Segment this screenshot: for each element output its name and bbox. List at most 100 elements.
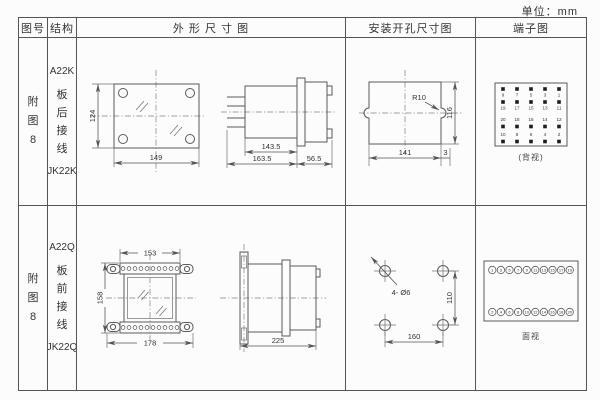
figure-number-row2: 附 图 8 — [19, 206, 48, 390]
structure-wiring-char: 线 — [56, 319, 68, 331]
structure-relay-model: JK22Q — [48, 342, 77, 353]
terminal-circle — [505, 265, 514, 274]
figure-char: 附 — [27, 272, 39, 285]
terminal-circle — [539, 265, 549, 274]
terminal-number: 6 — [508, 309, 511, 314]
terminal-number: 16 — [528, 117, 534, 122]
dim-label-holes: 4- Ø6 — [391, 288, 410, 297]
outline-front-view-a22q: 153 158 178 — [96, 249, 196, 348]
terminal-circle — [548, 307, 557, 316]
dim-label-height: 116 — [445, 107, 454, 119]
structure-row1: A22K 板 后 接 线 JK22K — [48, 38, 77, 206]
strip-terminal-circle — [162, 325, 168, 330]
outline-drawings-row2: 153 158 178 — [77, 206, 346, 390]
terminal-dot — [515, 87, 519, 91]
terminal-number: 4 — [500, 309, 503, 314]
strip-terminal-circle — [168, 266, 174, 271]
strip-terminal-circle — [126, 266, 132, 271]
header-structure: 结构 — [48, 18, 77, 38]
mounting-holes-drawing-a22q: 4- Ø6 110 160 — [370, 256, 459, 347]
dim-label-width: 149 — [149, 153, 162, 162]
dim-label-radius: R10 — [412, 93, 426, 102]
strip-terminal-circle — [150, 325, 156, 330]
terminal-circle — [522, 307, 531, 316]
figure-char: 图 — [27, 115, 39, 127]
terminal-circle — [496, 307, 505, 316]
terminal-number: 15 — [528, 106, 534, 111]
dimension-143-5: 143.5 — [244, 137, 297, 168]
terminal-number: 18 — [559, 309, 564, 314]
terminal-number: 5 — [508, 267, 511, 272]
terminal-number: 3 — [500, 267, 503, 272]
strip-terminal-circle — [168, 325, 174, 330]
terminal-circle — [539, 307, 549, 316]
terminal-number: 11 — [533, 267, 538, 272]
dimension-178: 178 — [106, 333, 194, 348]
strip-terminal-circle — [162, 266, 168, 271]
terminal-number: 16 — [550, 309, 555, 314]
mounting-cutout-drawing-a22k: R10 116 141 3 — [358, 69, 463, 166]
strip-terminal-circle — [120, 325, 126, 330]
unit-note: 单位：mm — [521, 6, 578, 18]
figure-char: 8 — [29, 134, 37, 146]
dimension-141: 141 — [368, 143, 441, 166]
strip-terminal-circle — [174, 266, 180, 271]
terminal-dot — [501, 87, 505, 91]
dimension-hole-callout: 4- Ø6 — [370, 256, 410, 297]
structure-wiring-char: 板 — [56, 88, 68, 101]
terminal-number: 14 — [542, 309, 547, 314]
terminal-number: 4 — [544, 132, 547, 137]
strip-terminal-circle — [132, 325, 138, 330]
relay-side-outline — [226, 77, 332, 146]
terminal-number: 18 — [514, 117, 520, 122]
terminal-number: 7 — [516, 93, 519, 98]
strip-terminal-circle — [144, 266, 150, 271]
terminal-dot — [557, 139, 561, 144]
terminal-circle — [548, 265, 557, 274]
terminal-circle — [531, 265, 540, 274]
terminal-dot — [529, 87, 533, 91]
strip-terminal-circle — [132, 266, 138, 271]
terminal-number: 15 — [550, 267, 555, 272]
terminal-dot — [515, 100, 519, 104]
dim-label-total-depth: 163.5 — [252, 154, 271, 163]
strip-terminal-circle — [120, 266, 126, 271]
dim-label-front-depth: 143.5 — [261, 142, 280, 151]
terminal-number: 9 — [502, 93, 505, 98]
dim-label-edge: 3 — [443, 148, 447, 157]
dimension-3: 3 — [440, 147, 450, 166]
terminal-caption: (背视) — [518, 153, 544, 162]
strip-terminal-circle — [144, 325, 150, 330]
terminal-box-outline — [494, 82, 568, 147]
terminal-box-outline — [483, 260, 579, 321]
strip-terminal-circle — [156, 325, 162, 330]
structure-wiring-char: 线 — [56, 142, 68, 155]
terminal-number: 1 — [558, 93, 561, 98]
mounting-holes — [373, 260, 454, 336]
relay-side-outline — [239, 251, 321, 345]
terminal-number: 11 — [557, 106, 562, 111]
dim-label-width: 178 — [144, 339, 157, 348]
dimension-r10: R10 — [412, 93, 439, 110]
terminal-dot — [529, 124, 533, 129]
terminal-number: 8 — [516, 132, 519, 137]
dimension-116: 116 — [440, 81, 459, 144]
terminal-number: 14 — [542, 117, 548, 122]
terminal-circle — [522, 265, 531, 274]
dim-label-top-width: 153 — [144, 249, 157, 258]
terminal-circle — [565, 307, 574, 316]
dimension-163-5: 163.5 — [226, 129, 297, 168]
terminal-circle — [557, 307, 566, 316]
structure-wiring-char: 板 — [56, 265, 68, 277]
strip-terminal-circle — [138, 266, 144, 271]
terminal-caption: 面视 — [522, 331, 540, 341]
terminal-strip-circles — [120, 266, 180, 330]
terminal-circle — [557, 265, 566, 274]
terminal-number: 12 — [533, 309, 538, 314]
terminal-dot — [557, 100, 561, 104]
terminal-circle — [488, 307, 497, 316]
